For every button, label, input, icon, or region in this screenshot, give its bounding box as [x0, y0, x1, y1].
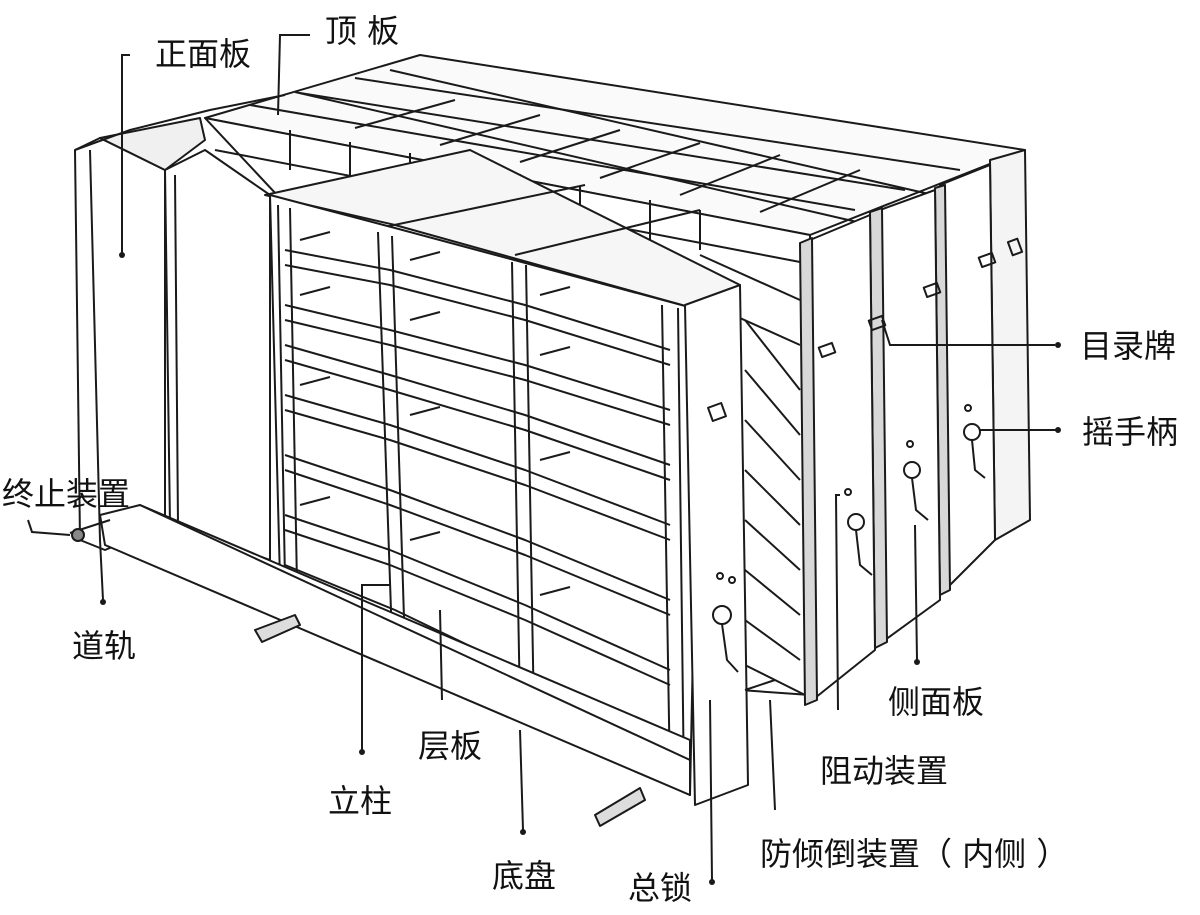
label-master-lock: 总锁 [628, 869, 693, 907]
label-side-panel: 侧面板 [888, 683, 985, 721]
label-base-tray: 底盘 [492, 857, 557, 895]
label-rail: 道轨 [72, 627, 137, 665]
label-shelf-board: 层板 [418, 727, 483, 765]
label-damping-device: 阻动装置 [820, 752, 949, 790]
label-upright-post: 立柱 [328, 782, 393, 820]
leader-dots [100, 252, 1061, 885]
label-front-panel: 正面板 [155, 35, 252, 73]
label-stop-device: 终止装置 [2, 475, 131, 513]
label-anti-tilt-device: 防倾倒装置（ 内侧 ） [760, 835, 1069, 873]
top-grid [204, 54, 1026, 236]
front-shelf-unit [264, 149, 749, 806]
end-panels [74, 94, 286, 561]
label-top-panel: 顶 板 [325, 12, 400, 50]
base-and-rails [69, 504, 776, 827]
label-catalog-card: 目录牌 [1080, 327, 1177, 365]
side-panels [799, 149, 1031, 706]
leader-lines [27, 34, 1058, 881]
label-crank-handle: 摇手柄 [1082, 413, 1179, 451]
